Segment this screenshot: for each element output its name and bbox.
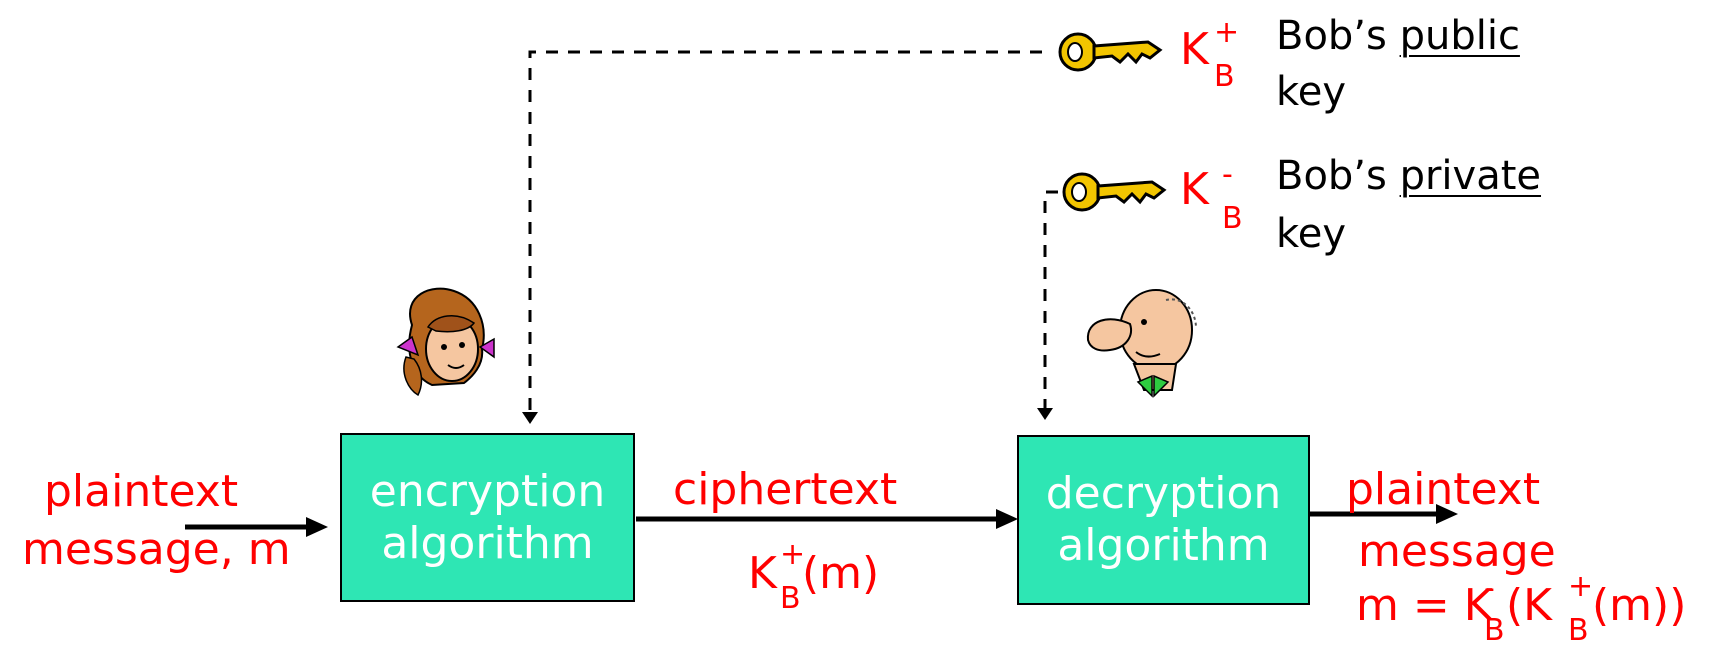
arrow-encryption-to-decryption-head (996, 509, 1018, 529)
formula-minus: - (1484, 571, 1495, 606)
decryption-line2: algorithm (1057, 520, 1270, 571)
private-desc-prefix: Bob’s (1276, 153, 1400, 199)
private-key-desc-2: key (1276, 211, 1347, 257)
cipher-formula: K + B (m) (748, 540, 908, 632)
formula-close: (m)) (1592, 580, 1687, 631)
public-key-wire-arrowhead (522, 412, 538, 424)
private-key-desc-1: Bob’s private (1276, 156, 1541, 196)
key-icon (1058, 32, 1163, 72)
private-k: K (1180, 164, 1209, 215)
encryption-line2: algorithm (381, 517, 594, 569)
public-k: K (1180, 24, 1209, 75)
arrow-decryption-to-plaintext-head (1436, 504, 1458, 524)
key-icon (1062, 172, 1167, 212)
formula-eq: m = K (1356, 580, 1493, 631)
public-desc-underlined: public (1399, 13, 1520, 59)
private-minus: - (1222, 157, 1233, 192)
cipher-plus: + (780, 537, 806, 572)
formula-open: (K (1506, 580, 1553, 631)
bob-icon (1086, 289, 1197, 398)
message-m-label: message, m (22, 524, 291, 575)
public-desc-prefix: Bob’s (1276, 13, 1400, 59)
decryption-formula: m = K - B (K + B (m)) (1356, 572, 1716, 664)
formula-sub-b: B (1484, 613, 1505, 648)
cipher-k: K (748, 548, 777, 599)
alice-icon (396, 287, 495, 397)
public-key-desc-2: key (1276, 69, 1347, 115)
public-sub-b: B (1214, 59, 1235, 94)
arrow-plaintext-to-encryption-head (306, 517, 328, 537)
formula-plus: + (1568, 569, 1594, 604)
public-key-wire (528, 50, 1042, 418)
private-key-wire (1043, 190, 1080, 412)
cipher-sub-b: B (780, 581, 801, 616)
private-sub-b: B (1222, 201, 1243, 236)
encryption-algorithm-box: encryption algorithm (340, 433, 635, 602)
cipher-arg: (m) (802, 548, 880, 599)
formula-sub-b2: B (1568, 613, 1589, 648)
private-key-wire-arrowhead (1037, 408, 1053, 420)
decryption-line1: decryption (1045, 468, 1282, 520)
public-plus: + (1214, 15, 1240, 50)
plaintext-in-label: plaintext (44, 466, 239, 517)
ciphertext-label: ciphertext (673, 464, 898, 515)
plaintext-out-label: plaintext (1346, 464, 1541, 515)
encryption-line1: encryption (369, 465, 606, 517)
private-key-symbol: K - B (1180, 160, 1250, 238)
public-key-symbol: K + B (1180, 18, 1250, 98)
public-key-desc-1: Bob’s public (1276, 16, 1520, 56)
decryption-algorithm-box: decryption algorithm (1017, 435, 1310, 605)
private-desc-underlined: private (1399, 153, 1542, 199)
message-out-label: message (1358, 526, 1556, 577)
